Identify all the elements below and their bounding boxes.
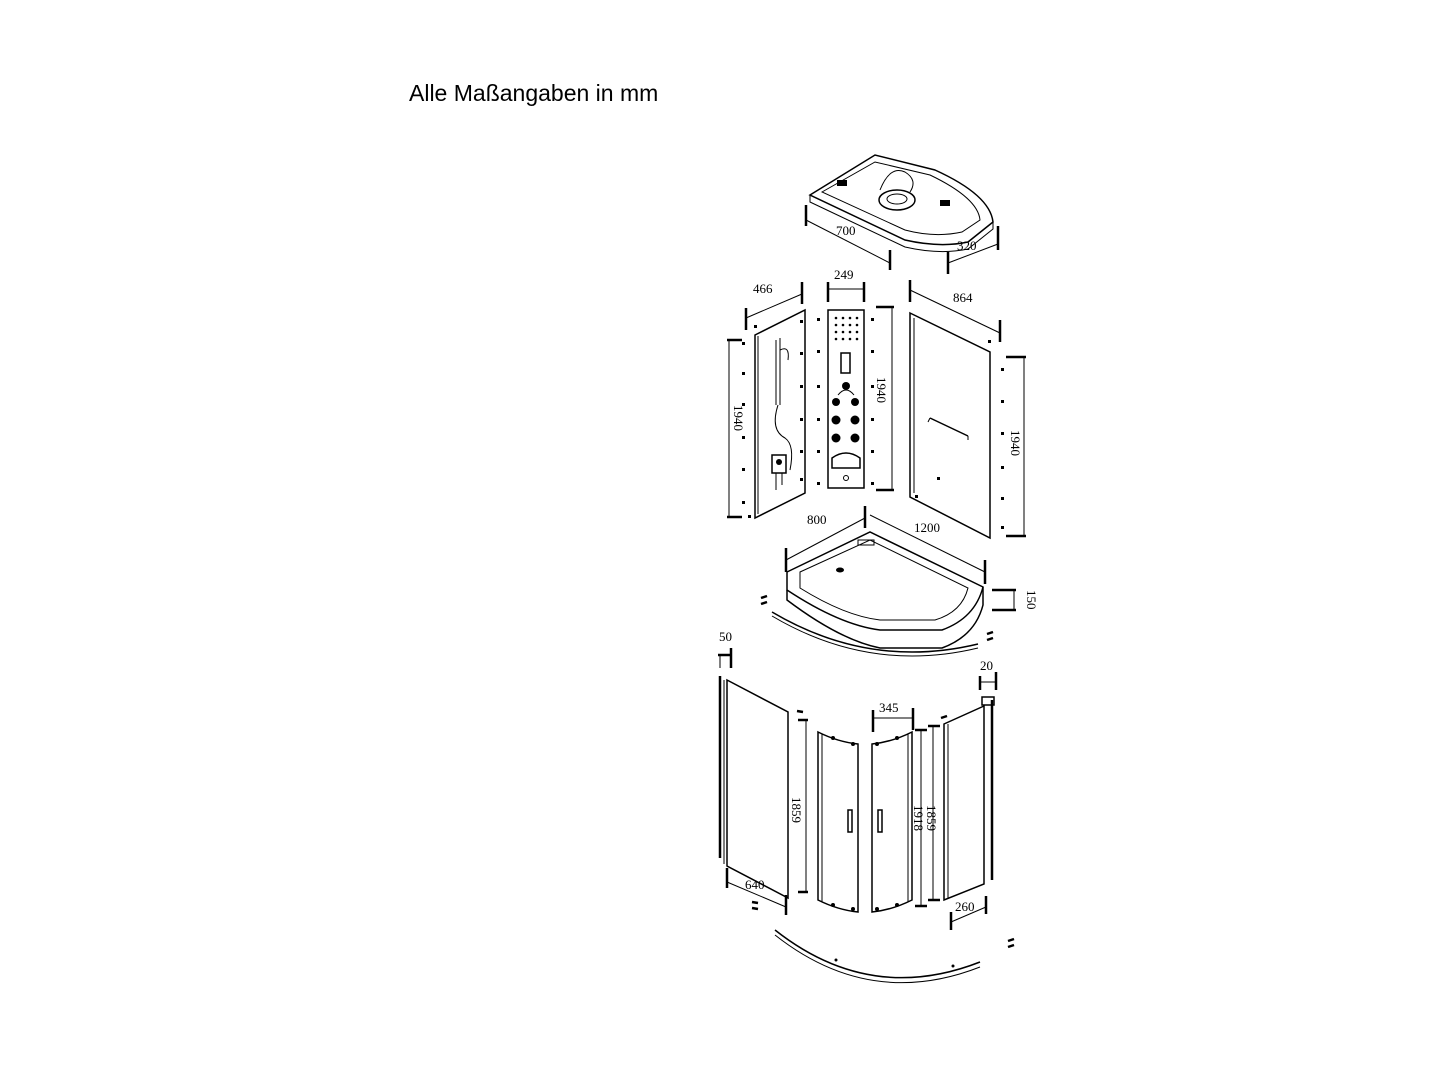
left-wall-width-label: 466 bbox=[753, 281, 773, 296]
door-height-inner-label: 1918 bbox=[911, 805, 926, 831]
shower-tray-part bbox=[786, 531, 984, 649]
door-height-outer-label: 1859 bbox=[924, 805, 939, 831]
right-panel-dimensions: 20 260 bbox=[949, 658, 998, 930]
shower-column-part bbox=[817, 309, 874, 489]
roof-part bbox=[808, 154, 994, 253]
right-wall-height-label: 1940 bbox=[1008, 430, 1023, 456]
left-door-part bbox=[817, 730, 859, 913]
right-wall-dimensions: 864 1940 bbox=[908, 280, 1026, 538]
left-panel-width-label: 640 bbox=[745, 877, 765, 892]
shower-column-dimensions: 249 1940 bbox=[826, 267, 894, 492]
roof-depth-label: 320 bbox=[957, 238, 977, 253]
tray-dimensions: 800 1200 150 bbox=[784, 506, 1039, 612]
roof-dimensions: 700 320 bbox=[804, 205, 1000, 274]
column-width-label: 249 bbox=[834, 267, 854, 282]
tray-width-label: 800 bbox=[807, 512, 827, 527]
column-height-label: 1940 bbox=[874, 377, 889, 403]
left-panel-height-label: 1859 bbox=[789, 797, 804, 823]
right-panel-width-label: 260 bbox=[955, 899, 975, 914]
tray-height-label: 150 bbox=[1024, 590, 1039, 610]
left-wall-dimensions: 466 1940 bbox=[727, 281, 804, 519]
right-door-part bbox=[871, 730, 913, 913]
right-fixed-panel-part bbox=[940, 696, 1015, 949]
left-fixed-panel-part bbox=[718, 676, 804, 911]
right-wall-part bbox=[909, 311, 1004, 540]
left-wall-height-label: 1940 bbox=[731, 405, 746, 431]
bottom-rail-part bbox=[774, 929, 981, 984]
right-wall-width-label: 864 bbox=[953, 290, 973, 305]
top-rail-part bbox=[760, 594, 994, 657]
units-caption: Alle Maßangaben in mm bbox=[409, 80, 659, 106]
door-dimensions: 345 1918 1859 bbox=[871, 700, 940, 908]
right-profile-depth-label: 20 bbox=[980, 658, 993, 673]
door-width-label: 345 bbox=[879, 700, 899, 715]
profile-depth-label: 50 bbox=[719, 629, 732, 644]
tray-length-label: 1200 bbox=[914, 520, 940, 535]
roof-width-label: 700 bbox=[836, 223, 856, 238]
left-wall-part bbox=[742, 308, 806, 520]
left-panel-dimensions: 50 640 1859 bbox=[718, 629, 808, 915]
